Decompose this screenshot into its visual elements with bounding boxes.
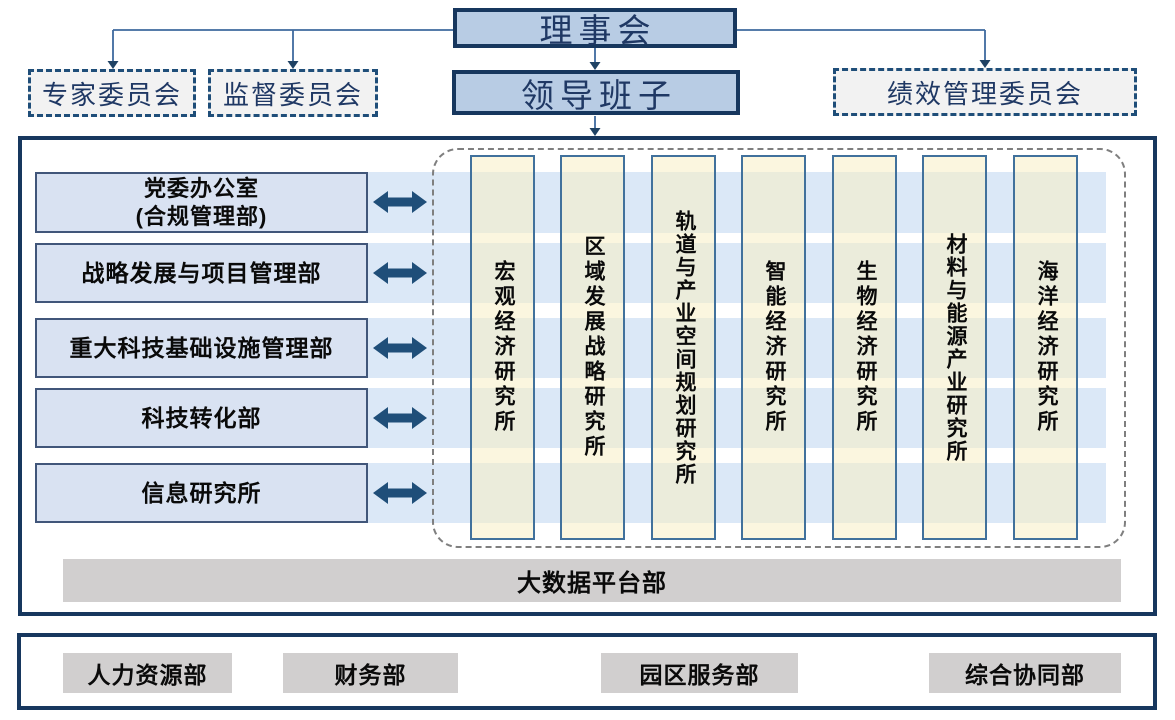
dept-box-strategy-projects: 战略发展与项目管理部 (35, 243, 368, 303)
dept-label: 党委办公室 (合规管理部) (135, 176, 268, 229)
institute-label: 轨道与产业空间规划研究所 (673, 209, 696, 486)
platform-bar: 大数据平台部 (63, 559, 1121, 602)
platform-label: 大数据平台部 (517, 570, 667, 597)
bottom-dept-park-services: 园区服务部 (601, 653, 798, 693)
institute-col-rail-spatial-planning: 轨道与产业空间规划研究所 (651, 155, 716, 540)
institute-label: 区域发展战略研究所 (582, 235, 605, 460)
double-arrow-icon (372, 405, 428, 436)
committee-supervision: 监督委员会 (208, 69, 378, 117)
committee-expert: 专家委员会 (28, 69, 196, 117)
dept-label: 重大科技基础设施管理部 (69, 334, 334, 361)
institute-col-marine-economy: 海洋经济研究所 (1013, 155, 1078, 540)
dept-box-information-institute: 信息研究所 (35, 463, 368, 523)
bottom-dept-label: 财务部 (334, 662, 407, 688)
bottom-dept-coordination: 综合协同部 (929, 653, 1121, 693)
board-box: 理事会 (453, 8, 737, 49)
institute-col-macro-economy: 宏观经济研究所 (470, 155, 535, 540)
institute-label: 宏观经济研究所 (492, 260, 515, 435)
institute-col-bio-economy: 生物经济研究所 (832, 155, 897, 540)
institute-label: 材料与能源产业研究所 (944, 232, 967, 463)
double-arrow-icon (372, 480, 428, 511)
board-label: 理事会 (539, 12, 657, 49)
bottom-dept-hr: 人力资源部 (63, 653, 232, 693)
committee-performance: 绩效管理委员会 (833, 68, 1137, 116)
double-arrow-icon (372, 260, 428, 291)
institute-label: 智能经济研究所 (763, 260, 786, 435)
dept-label: 信息研究所 (141, 479, 262, 506)
institute-col-intelligent-economy: 智能经济研究所 (741, 155, 806, 540)
committee-performance-label: 绩效管理委员会 (886, 78, 1083, 109)
bottom-dept-label: 人力资源部 (87, 662, 208, 688)
dept-label: 科技转化部 (141, 404, 262, 431)
institute-label: 生物经济研究所 (854, 260, 877, 435)
bottom-dept-finance: 财务部 (283, 653, 458, 693)
bottom-dept-label: 园区服务部 (639, 662, 760, 688)
institute-col-regional-strategy: 区域发展战略研究所 (560, 155, 625, 540)
leadership-label: 领导班子 (521, 76, 677, 114)
committee-expert-label: 专家委员会 (41, 79, 182, 110)
institutes-dashed-area (432, 148, 1126, 548)
leadership-box: 领导班子 (452, 70, 740, 115)
bottom-dept-label: 综合协同部 (965, 662, 1085, 688)
double-arrow-icon (372, 189, 428, 220)
dept-box-party-office: 党委办公室 (合规管理部) (35, 172, 368, 233)
dept-box-major-sci-infrastructure: 重大科技基础设施管理部 (35, 318, 368, 378)
dept-box-tech-transfer: 科技转化部 (35, 388, 368, 448)
double-arrow-icon (372, 335, 428, 366)
institute-label: 海洋经济研究所 (1035, 260, 1058, 435)
dept-label: 战略发展与项目管理部 (81, 259, 322, 286)
committee-supervision-label: 监督委员会 (222, 79, 363, 110)
institute-col-materials-energy: 材料与能源产业研究所 (922, 155, 987, 540)
